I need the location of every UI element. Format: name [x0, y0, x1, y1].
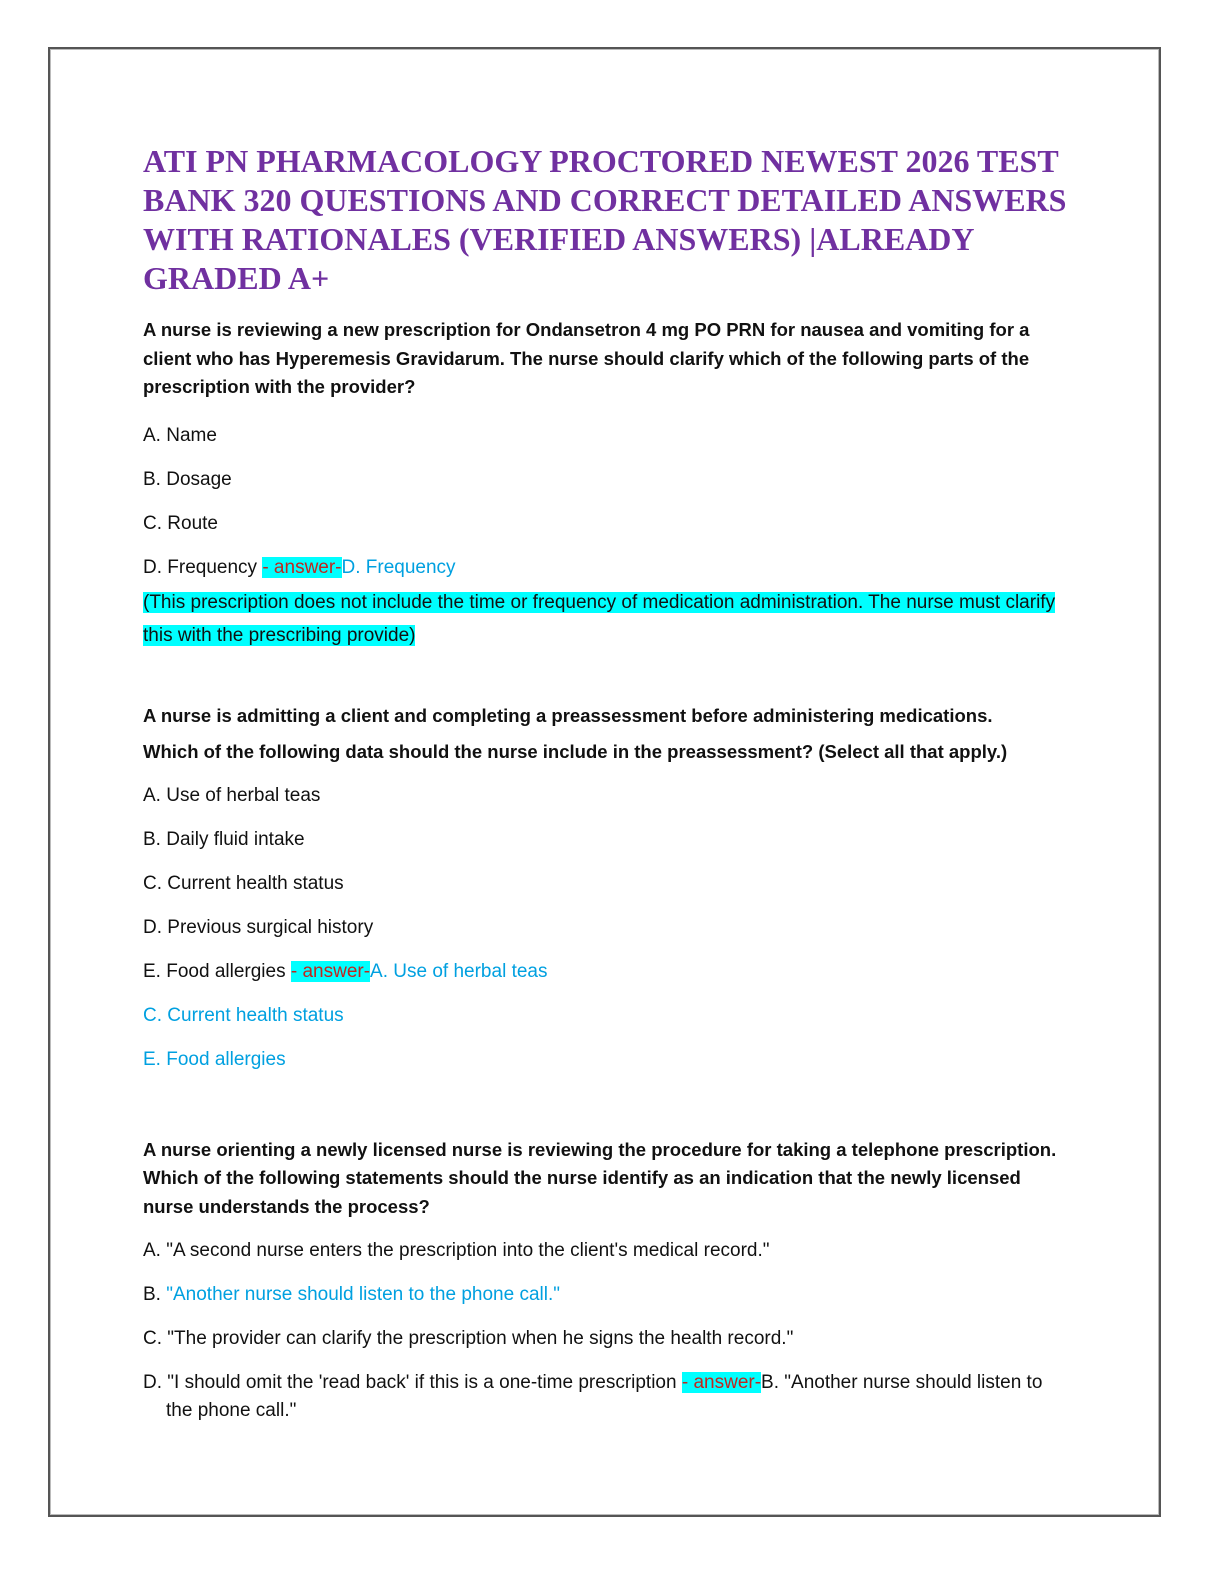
answer-marker: - answer- — [290, 960, 371, 982]
q2-option-e: E. Food allergies - answer-A. Use of her… — [143, 958, 1068, 986]
q1-answer: D. Frequency — [341, 556, 456, 578]
q1-option-b: B. Dosage — [143, 468, 232, 490]
answer-marker: - answer- — [681, 1372, 762, 1393]
question-2: A nurse is admitting a client and comple… — [143, 698, 1068, 770]
q3-option-a: A. "A second nurse enters the prescripti… — [143, 1240, 770, 1261]
q3-option-b-text: "Another nurse should listen to the phon… — [166, 1284, 560, 1305]
document-body: ATI PN PHARMACOLOGY PROCTORED NEWEST 202… — [143, 142, 1068, 1425]
q3-option-d-text: D. "I should omit the 'read back' if thi… — [143, 1372, 682, 1393]
q2-answer-1: A. Use of herbal teas — [370, 960, 548, 982]
q2-answer-3: E. Food allergies — [143, 1048, 286, 1070]
q3-option-b: B. "Another nurse should listen to the p… — [143, 1281, 1068, 1309]
question-2-line-2: Which of the following data should the n… — [143, 740, 1008, 762]
q1-rationale: (This prescription does not include the … — [143, 586, 1068, 652]
q1-option-c: C. Route — [143, 512, 218, 534]
q2-option-c: C. Current health status — [143, 872, 344, 894]
question-3: A nurse orienting a newly licensed nurse… — [143, 1138, 1057, 1217]
answer-marker: - answer- — [262, 556, 342, 578]
q2-answer-2: C. Current health status — [143, 1004, 344, 1026]
q3-option-c: C. "The provider can clarify the prescri… — [143, 1328, 794, 1349]
q1-option-a: A. Name — [143, 424, 217, 446]
q3-option-b-prefix: B. — [143, 1284, 167, 1305]
question-1: A nurse is reviewing a new prescription … — [143, 319, 1030, 397]
q3-answer: B. "Another nurse should listen to the p… — [166, 1372, 1043, 1421]
q3-option-d: D. "I should omit the 'read back' if thi… — [143, 1369, 1068, 1425]
q2-option-a: A. Use of herbal teas — [143, 784, 321, 806]
page-border — [48, 47, 1161, 1517]
q1-rationale-text: (This prescription does not include the … — [143, 591, 1056, 646]
q2-option-b: B. Daily fluid intake — [143, 828, 305, 850]
q2-option-e-text: E. Food allergies — [143, 960, 291, 982]
q2-option-d: D. Previous surgical history — [143, 916, 374, 938]
q1-option-d: D. Frequency - answer-D. Frequency — [143, 554, 1068, 582]
question-2-line-1: A nurse is admitting a client and comple… — [143, 704, 993, 726]
document-title: ATI PN PHARMACOLOGY PROCTORED NEWEST 202… — [143, 143, 1067, 296]
q1-option-d-text: D. Frequency — [143, 556, 263, 578]
